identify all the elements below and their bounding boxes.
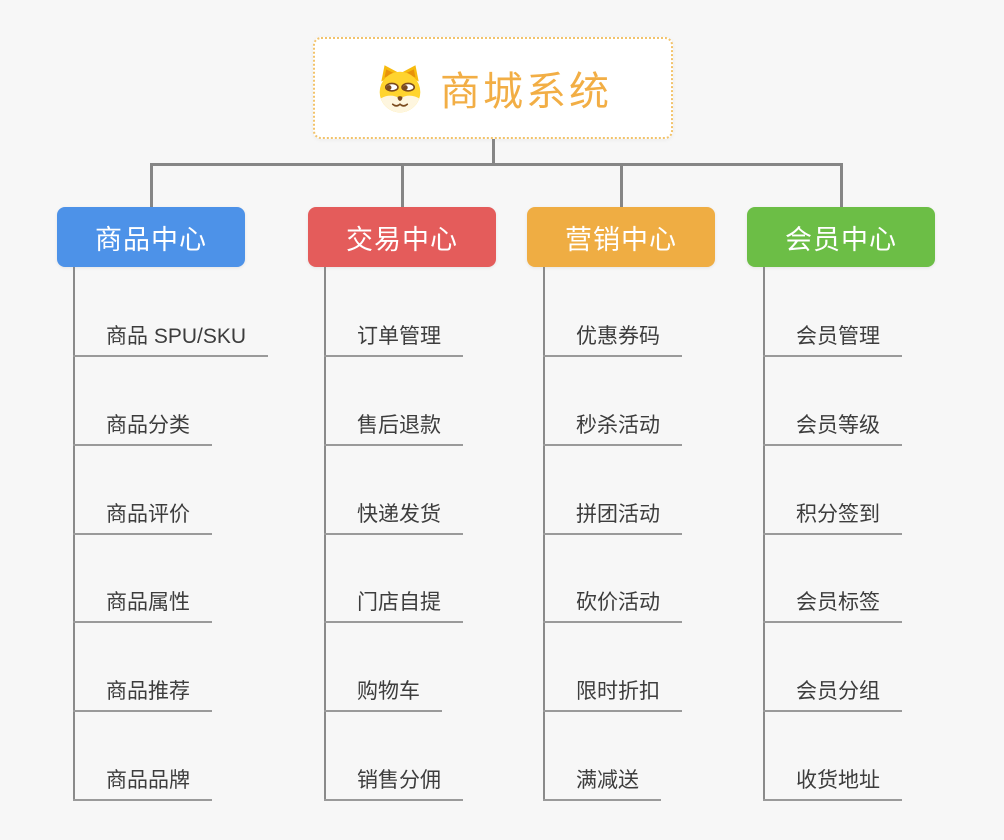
sub-topic-node[interactable]: 售后退款 xyxy=(324,413,463,446)
branch-topic-label: 营销中心 xyxy=(565,224,677,255)
sub-topic-node[interactable]: 商品评价 xyxy=(73,502,212,535)
sub-topic-node[interactable]: 会员等级 xyxy=(763,413,902,446)
sub-topic-node[interactable]: 会员分组 xyxy=(763,679,902,713)
branch-topic-label: 商品中心 xyxy=(95,224,207,255)
connector-root-stem xyxy=(492,139,495,164)
branch-group: 交易中心 订单管理售后退款快递发货门店自提购物车销售分佣 xyxy=(308,163,496,807)
sub-topic-node[interactable]: 会员标签 xyxy=(763,590,902,624)
connector-branch-drop xyxy=(400,163,404,207)
sub-topic-node[interactable]: 商品推荐 xyxy=(73,679,212,713)
root-topic-node[interactable]: 商城系统 xyxy=(313,37,673,139)
branch-topic-node[interactable]: 商品中心 xyxy=(57,207,245,267)
sub-topic-node[interactable]: 满减送 xyxy=(543,768,661,801)
sub-topic-node[interactable]: 商品品牌 xyxy=(73,768,212,801)
branch-topic-label: 交易中心 xyxy=(346,224,458,255)
branch-topic-label: 会员中心 xyxy=(785,224,897,255)
sub-topic-node[interactable]: 收货地址 xyxy=(763,768,902,801)
sub-topic-node[interactable]: 积分签到 xyxy=(763,502,902,535)
connector-branch-drop xyxy=(839,163,843,207)
sub-topic-node[interactable]: 销售分佣 xyxy=(324,768,463,801)
branch-group: 商品中心 商品 SPU/SKU 商品分类商品评价商品属性商品推荐商品品牌 xyxy=(57,163,269,807)
branch-group: 营销中心 优惠券码秒杀活动拼团活动砍价活动限时折扣满减送 xyxy=(527,163,715,807)
sub-topic-node[interactable]: 购物车 xyxy=(324,679,442,713)
sub-topic-node[interactable]: 会员管理 xyxy=(763,324,902,357)
branch-topic-node[interactable]: 会员中心 xyxy=(747,207,935,267)
sub-topic-node[interactable]: 限时折扣 xyxy=(543,679,682,713)
connector-rail xyxy=(150,163,842,166)
sub-topic-node[interactable]: 商品分类 xyxy=(73,413,212,446)
connector-branch-drop xyxy=(149,163,153,207)
root-topic-title: 商城系统 xyxy=(440,70,612,114)
branch-topic-node[interactable]: 交易中心 xyxy=(308,207,496,267)
branch-topic-node[interactable]: 营销中心 xyxy=(527,207,715,267)
connector-branch-drop xyxy=(619,163,623,207)
sub-topic-node[interactable]: 订单管理 xyxy=(324,324,463,357)
sub-topic-node[interactable]: 商品 SPU/SKU xyxy=(73,324,269,357)
sub-topic-node[interactable]: 快递发货 xyxy=(324,502,463,535)
sub-topic-node[interactable]: 优惠券码 xyxy=(543,324,682,357)
sub-topic-node[interactable]: 砍价活动 xyxy=(543,590,682,624)
sub-topic-node[interactable]: 拼团活动 xyxy=(543,502,682,535)
dog-face-icon xyxy=(374,62,426,114)
sub-topic-node[interactable]: 秒杀活动 xyxy=(543,413,682,446)
branch-group: 会员中心 会员管理会员等级积分签到会员标签会员分组收货地址 xyxy=(747,163,935,807)
sub-topic-node[interactable]: 门店自提 xyxy=(324,590,463,624)
sub-topic-node[interactable]: 商品属性 xyxy=(73,590,212,624)
